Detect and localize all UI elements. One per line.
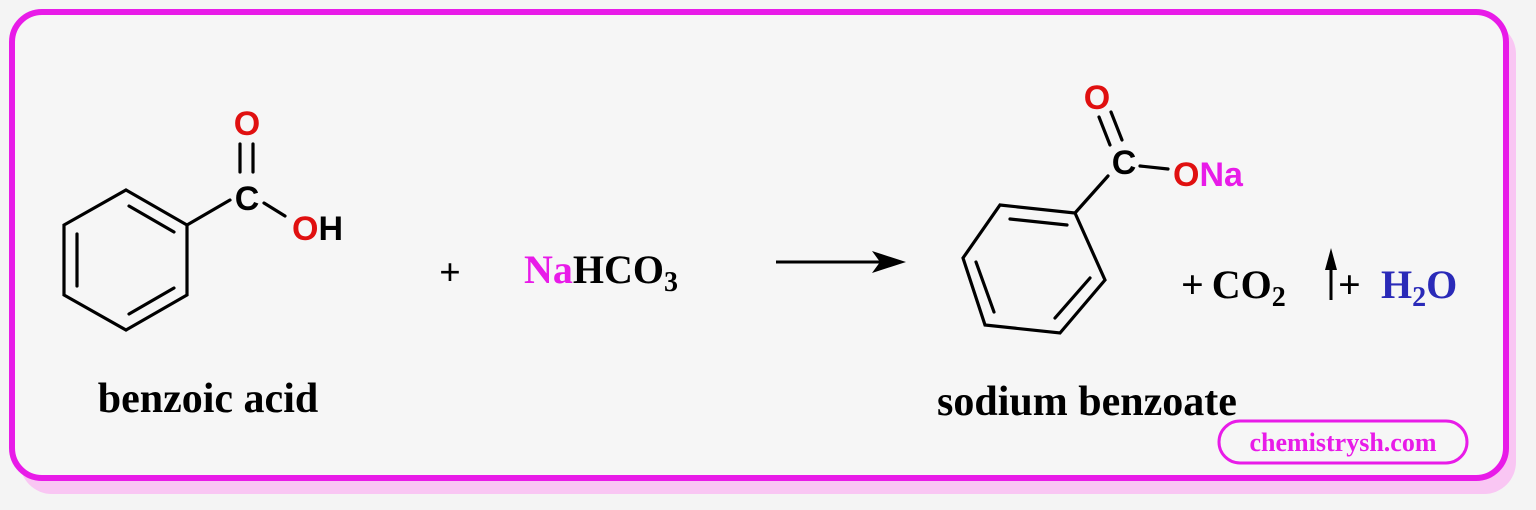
- frame-border: [9, 9, 1509, 481]
- atom-o: O: [292, 210, 318, 248]
- h-symbol: H: [1381, 262, 1412, 307]
- atom-h: H: [318, 210, 343, 248]
- o-symbol: O: [1426, 262, 1457, 307]
- co-symbol: CO: [1212, 262, 1272, 307]
- atom-c: C: [1112, 144, 1137, 182]
- benzoic-acid-structure: O C OH: [62, 105, 343, 332]
- plus-sign: +: [1338, 262, 1361, 307]
- subscript-2: 2: [1412, 282, 1426, 313]
- watermark-pill: [1217, 419, 1469, 465]
- water-formula: H2O: [1381, 262, 1457, 313]
- gas-evolution-up-arrow-icon: [1325, 248, 1337, 300]
- atom-c: C: [235, 180, 260, 218]
- plus-sign: +: [439, 252, 461, 294]
- subscript-2: 2: [1272, 282, 1286, 313]
- ona-group: ONa: [1173, 156, 1244, 194]
- carbon-dioxide-formula: +CO2: [1181, 262, 1286, 313]
- hco-symbol: HCO: [573, 247, 664, 292]
- hydroxyl-group: OH: [292, 210, 343, 248]
- sodium-benzoate-structure: O C ONa: [961, 79, 1244, 335]
- sodium-bicarbonate-formula: NaHCO3: [524, 247, 678, 298]
- atom-o: O: [1084, 79, 1110, 117]
- benzoic-acid-label: benzoic acid: [98, 376, 318, 422]
- watermark-text: chemistrysh.com: [1249, 428, 1436, 457]
- reaction-arrow: [776, 251, 906, 273]
- sodium-benzoate-label: sodium benzoate: [937, 379, 1237, 425]
- atom-o: O: [1173, 156, 1199, 194]
- subscript-3: 3: [664, 267, 678, 298]
- sodium-symbol: Na: [524, 247, 573, 292]
- atom-na: Na: [1199, 156, 1244, 194]
- atom-o: O: [234, 105, 260, 143]
- plus-sign: +: [1181, 262, 1204, 307]
